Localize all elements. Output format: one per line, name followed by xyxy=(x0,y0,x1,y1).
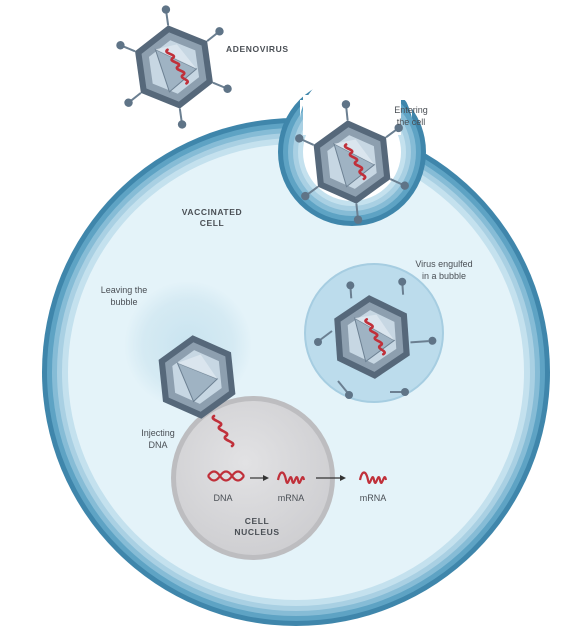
label-mrna-outside: mRNA xyxy=(360,493,387,503)
adenovirus-free xyxy=(110,0,238,138)
label-nucleus-1: CELL xyxy=(245,516,270,526)
label-adenovirus: ADENOVIRUS xyxy=(226,44,289,54)
label-vaccinated-1: VACCINATED xyxy=(182,207,242,217)
label-injecting-2: DNA xyxy=(148,440,167,450)
arrow-dna-to-mrna xyxy=(250,475,269,481)
label-entering-2: the cell xyxy=(397,117,426,127)
label-vaccinated-2: CELL xyxy=(200,218,225,228)
label-leaving-1: Leaving the xyxy=(101,285,148,295)
adenovirus-engulfed xyxy=(314,277,437,399)
label-injecting-1: Injecting xyxy=(141,428,175,438)
adenovirus-injecting xyxy=(158,335,236,419)
mrna-strand-outside xyxy=(358,471,388,484)
label-engulfed-1: Virus engulfed xyxy=(415,259,472,269)
mrna-strand-inside xyxy=(276,471,306,484)
label-engulfed-2: in a bubble xyxy=(422,271,466,281)
label-entering-1: Entering xyxy=(394,105,428,115)
label-dna: DNA xyxy=(213,493,232,503)
label-leaving-2: bubble xyxy=(110,297,137,307)
label-nucleus-2: NUCLEUS xyxy=(234,527,279,537)
dna-double-helix xyxy=(207,470,245,482)
arrow-mrna-export xyxy=(316,475,346,481)
label-mrna-inside: mRNA xyxy=(278,493,305,503)
injected-dna-strand xyxy=(211,414,235,448)
